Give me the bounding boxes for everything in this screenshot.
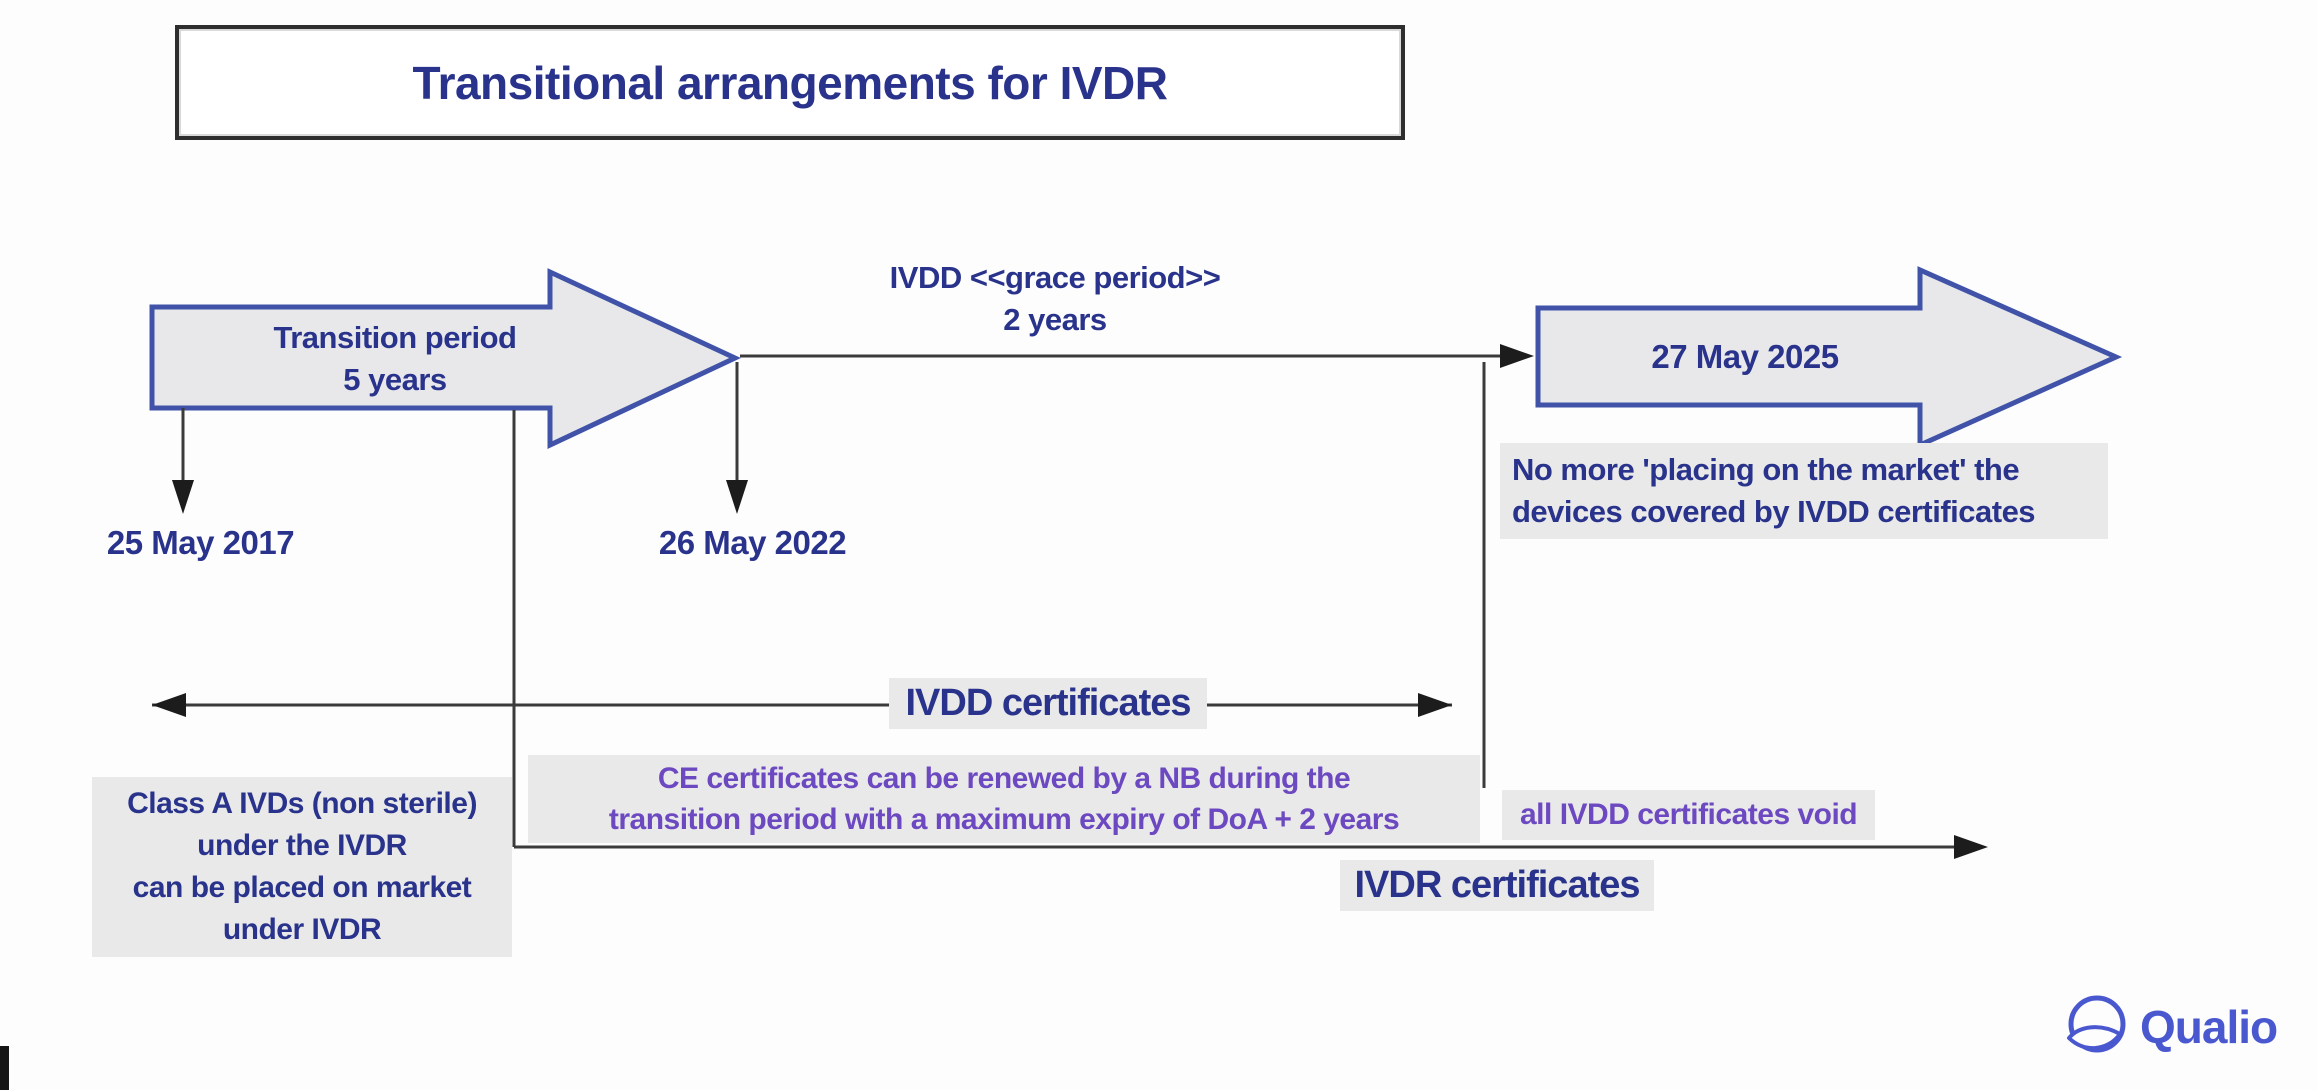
class-a-line2: under the IVDR xyxy=(197,829,407,862)
ce-renewal-line1: CE certificates can be renewed by a NB d… xyxy=(657,762,1351,795)
ivdd-certificates-label: IVDD certificates xyxy=(889,678,1207,729)
may-2025-arrow-shape xyxy=(1535,266,2123,449)
ivdd-span-left-arrowhead-icon xyxy=(152,693,186,717)
grace-period-line1: IVDD <<grace period>> xyxy=(889,260,1221,295)
title-box: Transitional arrangements for IVDR xyxy=(175,25,1405,140)
page-title: Transitional arrangements for IVDR xyxy=(412,56,1168,109)
grace-period-label: IVDD <<grace period>> 2 years xyxy=(800,257,1310,341)
all-void-note: all IVDD certificates void xyxy=(1502,790,1876,840)
no-more-placing-line1: No more 'placing on the market' the xyxy=(1512,452,2020,487)
brand-logo: Qualio xyxy=(2062,992,2278,1062)
grace-period-right-arrowhead-icon xyxy=(1500,344,1534,368)
class-a-line3: can be placed on market xyxy=(132,871,472,904)
no-more-placing-line2: devices covered by IVDD certificates xyxy=(1512,494,2036,529)
transition-period-line1: Transition period xyxy=(273,320,517,355)
grace-period-line2: 2 years xyxy=(1003,302,1107,337)
ivdd-span-right-arrowhead-icon xyxy=(1418,693,1452,717)
qualio-logo-icon xyxy=(2067,995,2126,1053)
ce-renewal-line2: transition period with a maximum expiry … xyxy=(608,803,1400,836)
transition-period-line2: 5 years xyxy=(343,362,447,397)
transition-period-label: Transition period 5 years xyxy=(165,317,625,401)
date-2017-down-arrowhead-icon xyxy=(172,480,194,514)
class-a-line1: Class A IVDs (non sterile) xyxy=(127,787,477,820)
ivdr-certificates-label: IVDR certificates xyxy=(1340,860,1654,911)
no-more-placing-note: No more 'placing on the market' the devi… xyxy=(1500,443,2108,539)
brand-name: Qualio xyxy=(2140,1001,2278,1053)
class-a-note: Class A IVDs (non sterile) under the IVD… xyxy=(92,777,512,957)
class-a-line4: under IVDR xyxy=(222,913,382,946)
transition-period-arrow-shape xyxy=(149,268,741,449)
ivdr-right-arrowhead-icon xyxy=(1954,835,1988,859)
date-2022-down-arrowhead-icon xyxy=(726,480,748,514)
screen-edge-artifact xyxy=(0,1046,9,1090)
date-2017-label: 25 May 2017 xyxy=(106,524,295,561)
date-2025-label: 27 May 2025 xyxy=(1651,338,1839,375)
ivdr-certificates-label-wrap: IVDR certificates xyxy=(1297,860,1697,911)
ce-renewal-note: CE certificates can be renewed by a NB d… xyxy=(528,755,1480,843)
date-2022-label: 26 May 2022 xyxy=(658,524,847,561)
all-void-note-wrap: all IVDD certificates void xyxy=(1502,790,1876,840)
ivdd-certificates-label-wrap: IVDD certificates xyxy=(798,678,1298,729)
